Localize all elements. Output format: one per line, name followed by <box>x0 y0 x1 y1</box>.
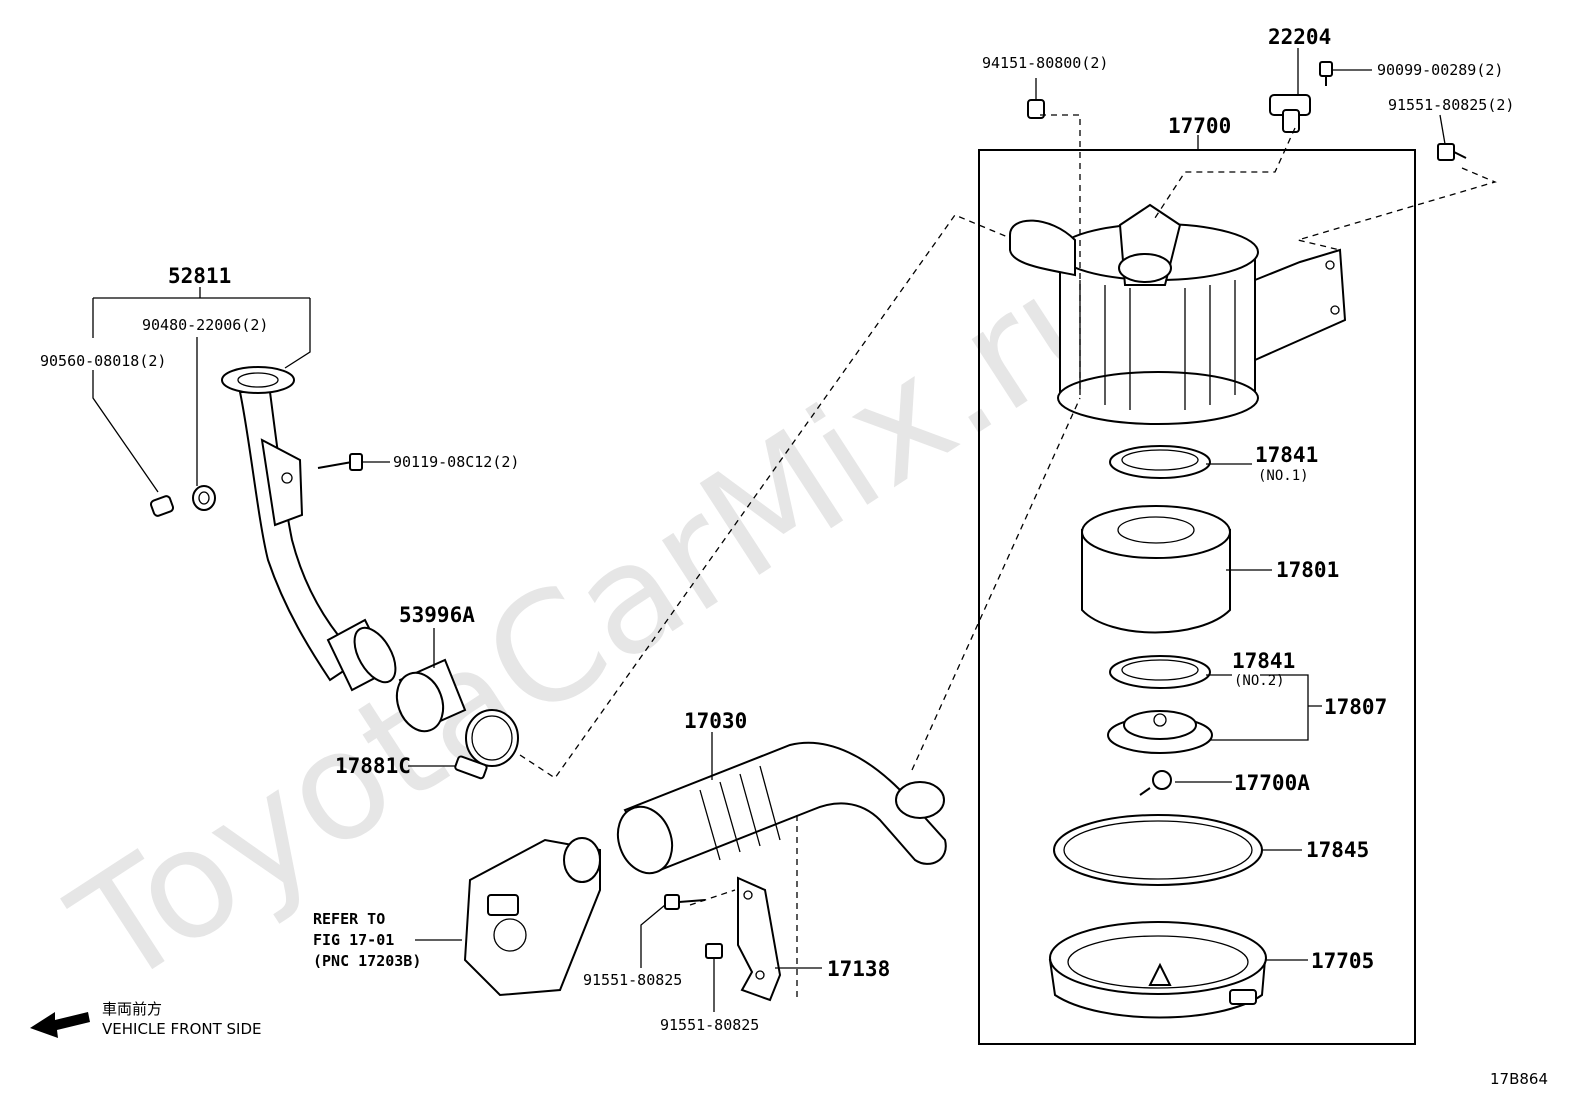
screw-90099[interactable] <box>1319 61 1333 86</box>
label-17845: 17845 <box>1306 838 1369 862</box>
bolt-90119[interactable] <box>317 453 363 471</box>
gasket-17841-no2[interactable] <box>1109 655 1211 689</box>
bolt-91551-a[interactable] <box>664 894 706 910</box>
label-91551-b: 91551-80825 <box>660 1016 759 1034</box>
label-22204: 22204 <box>1268 25 1331 49</box>
label-17700: 17700 <box>1168 114 1231 138</box>
intake-hose-17030[interactable] <box>609 741 947 881</box>
direction-note-en: VEHICLE FRONT SIDE <box>102 1020 262 1038</box>
bolt-91551-c[interactable] <box>1437 143 1467 161</box>
leader-lines <box>92 48 1446 1012</box>
sensor-22204[interactable] <box>1269 94 1311 133</box>
gasket-17841-no1[interactable] <box>1109 445 1211 479</box>
direction-note-jp: 車両前方 <box>102 1000 162 1018</box>
grommet-90480[interactable] <box>192 485 216 511</box>
seal-17845[interactable] <box>1053 814 1263 886</box>
label-53996A: 53996A <box>399 603 475 627</box>
label-17138: 17138 <box>827 957 890 981</box>
label-17881C: 17881C <box>335 754 411 778</box>
refer-note-line2: FIG 17-01 <box>313 931 394 949</box>
label-17841-no2: 17841 <box>1232 649 1295 673</box>
label-17807: 17807 <box>1324 695 1387 719</box>
dashed-connections <box>519 114 1497 1000</box>
valve-17700A[interactable] <box>1139 770 1172 796</box>
refer-note-line3: (PNC 17203B) <box>313 952 421 970</box>
bolt-91551-b[interactable] <box>705 943 723 959</box>
label-17700A: 17700A <box>1234 771 1310 795</box>
label-94151: 94151-80800(2) <box>982 54 1108 72</box>
figure-code: 17B864 <box>1490 1070 1548 1088</box>
label-91551-a: 91551-80825 <box>583 971 682 989</box>
cap-17705[interactable] <box>1048 921 1267 1019</box>
element-17807[interactable] <box>1107 710 1213 754</box>
front-direction-arrow-icon <box>30 1012 90 1038</box>
filter-element-17801[interactable] <box>1081 505 1231 634</box>
label-90119: 90119-08C12(2) <box>393 453 519 471</box>
clamp-17881C[interactable] <box>454 709 519 780</box>
bracket-17138[interactable] <box>737 876 782 1002</box>
label-90480: 90480-22006(2) <box>142 316 268 334</box>
label-52811: 52811 <box>168 264 231 288</box>
hose-53996A[interactable] <box>389 658 467 738</box>
label-90560: 90560-08018(2) <box>40 352 166 370</box>
label-91551-c: 91551-80825(2) <box>1388 96 1514 114</box>
intake-pipe-52811[interactable] <box>221 366 404 692</box>
label-17705: 17705 <box>1311 949 1374 973</box>
label-17801: 17801 <box>1276 558 1339 582</box>
air-cleaner-body[interactable] <box>1009 203 1347 425</box>
label-17841-no1-note: (NO.1) <box>1258 468 1309 484</box>
assembly-frame-17700 <box>978 149 1416 1045</box>
label-17841-no1: 17841 <box>1255 443 1318 467</box>
watermark: ToyotaCarMix.ru <box>44 214 1156 1020</box>
label-17841-no2-note: (NO.2) <box>1234 673 1285 689</box>
clip-90560[interactable] <box>149 495 175 517</box>
throttle-body-ref[interactable] <box>463 837 601 997</box>
label-90099: 90099-00289(2) <box>1377 61 1503 79</box>
label-17030: 17030 <box>684 709 747 733</box>
refer-note-line1: REFER TO <box>313 910 385 928</box>
